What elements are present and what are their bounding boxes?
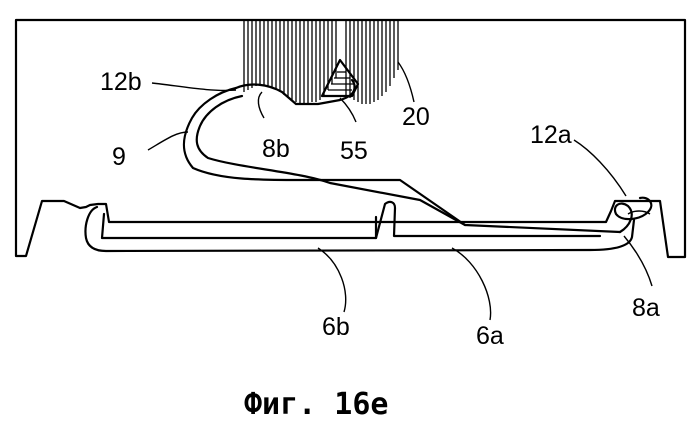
label-8a: 8a [632,294,660,322]
web-6b [376,202,600,238]
label-6b: 6b [322,313,350,341]
leader-20 [398,62,414,102]
label-12b: 12b [100,68,142,96]
label-6a: 6a [476,322,504,350]
leader-6a [452,248,491,320]
leader-6b [318,248,346,312]
label-20: 20 [402,103,430,131]
leader-9 [148,132,188,150]
label-12a: 12a [530,121,572,149]
leader-55 [340,98,356,122]
label-9: 9 [112,143,126,171]
figure-caption: Фиг. 16e [244,387,389,422]
leader-12a [574,140,626,196]
label-8b: 8b [262,135,290,163]
leader-8b [258,92,264,118]
leader-12b [152,83,236,90]
brush-bristles-20 [244,20,398,104]
label-55: 55 [340,137,368,165]
base-channel-inner [102,214,376,238]
